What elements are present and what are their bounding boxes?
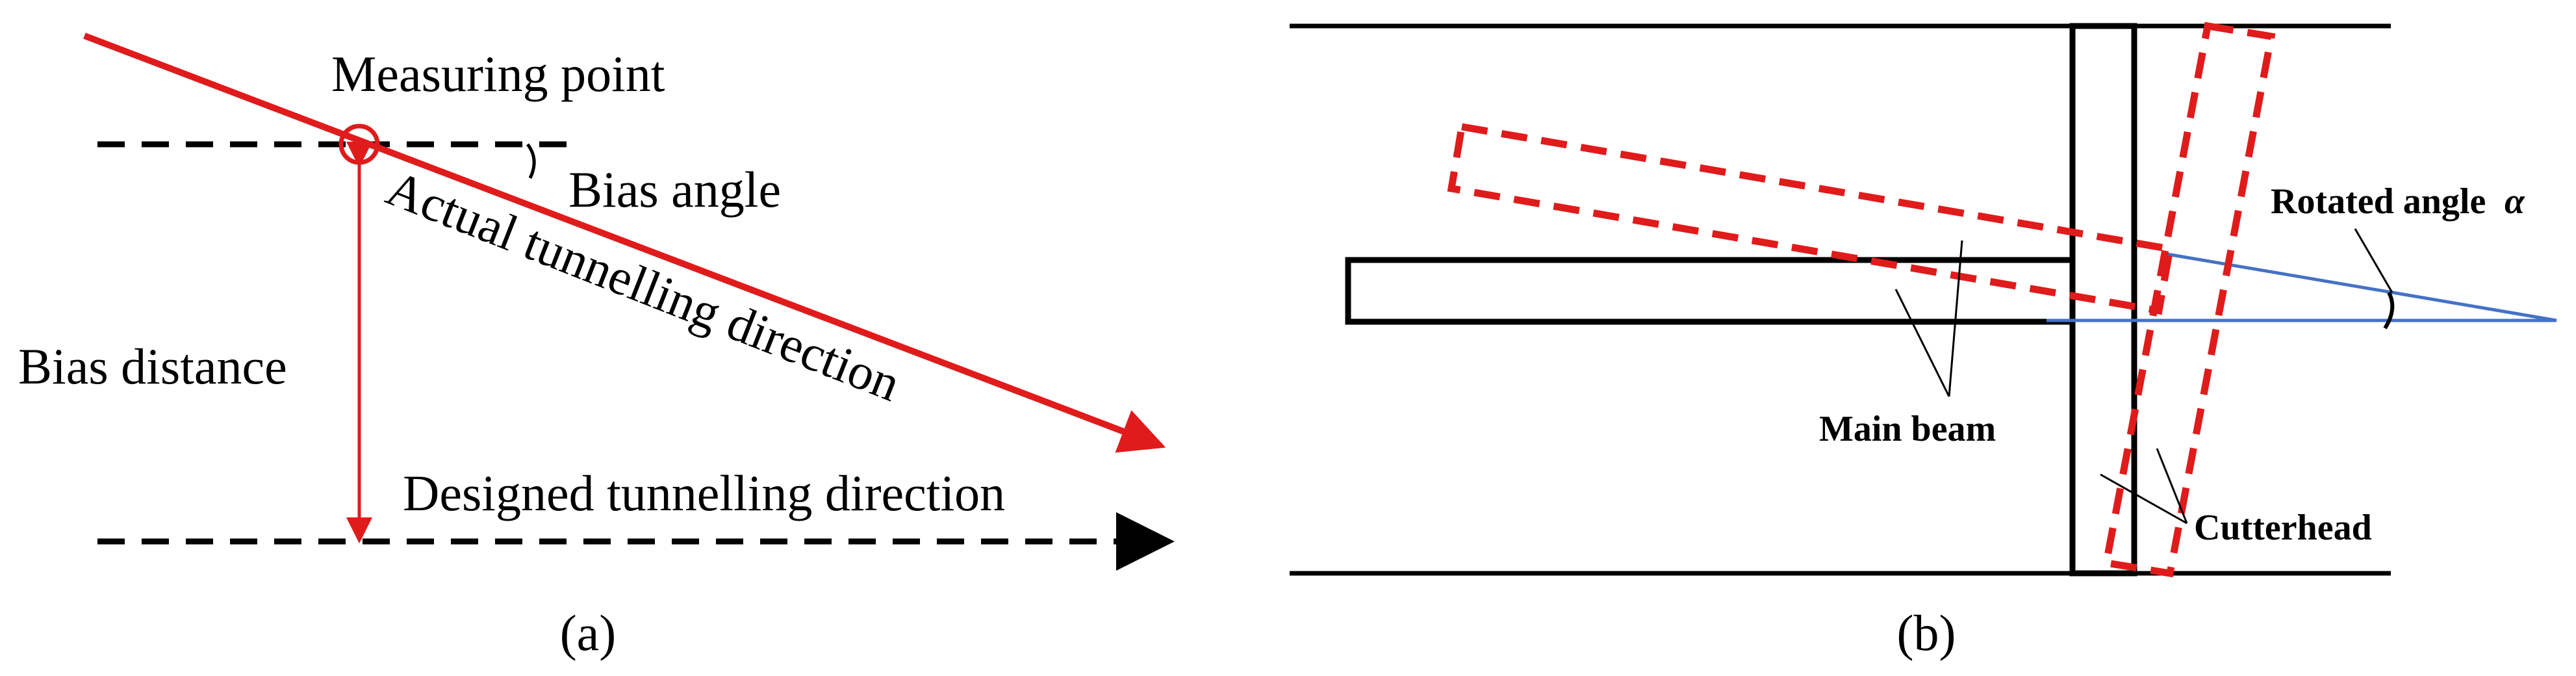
bias-angle-arc bbox=[526, 143, 536, 179]
cutterhead bbox=[2069, 23, 2137, 577]
rotated-angle-symbol: α bbox=[2505, 181, 2525, 222]
cutterhead-leader-1 bbox=[2100, 473, 2187, 525]
rotated-cutterhead bbox=[2102, 21, 2276, 578]
panel-a: Measuring point Bias angle Actual tunnel… bbox=[18, 32, 1175, 661]
bias-distance-label: Bias distance bbox=[18, 338, 287, 395]
measuring-point-label: Measuring point bbox=[331, 46, 665, 102]
main-beam-leader-2 bbox=[1894, 289, 1950, 397]
cutterhead-label: Cutterhead bbox=[2194, 508, 2372, 548]
caption-a: (a) bbox=[560, 604, 617, 661]
actual-direction-red-arrow bbox=[83, 32, 1166, 453]
rotated-angle-label: Rotated angle bbox=[2271, 181, 2486, 222]
designed-direction-label: Designed tunnelling direction bbox=[403, 465, 1005, 521]
main-beam-leader-1 bbox=[1948, 240, 1963, 397]
caption-b: (b) bbox=[1897, 604, 1956, 661]
rotated-main-beam bbox=[1447, 122, 2174, 315]
cutterhead-leader-2 bbox=[2156, 448, 2188, 524]
main-beam bbox=[1345, 257, 2076, 325]
panel-b: Main beam Cutterhead Rotated angle α (b) bbox=[1290, 21, 2557, 661]
bias-angle-label: Bias angle bbox=[568, 161, 781, 218]
rotated-angle-arc bbox=[2383, 291, 2395, 330]
main-beam-label: Main beam bbox=[1819, 409, 1996, 449]
rotated-angle-leader-line bbox=[2354, 228, 2393, 293]
